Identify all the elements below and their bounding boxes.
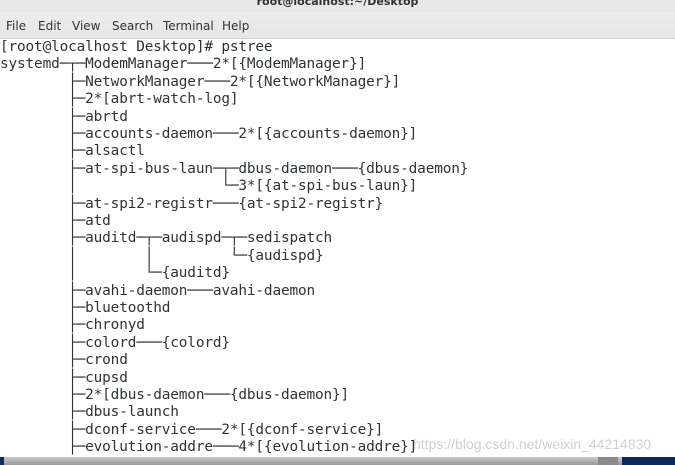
watermark: https://blog.csdn.net/weixin_44214830 (413, 436, 652, 452)
pstree-line: ├─2*[dbus-daemon───{dbus-daemon}] (0, 387, 350, 403)
menu-terminal[interactable]: Terminal (163, 19, 214, 33)
taskbar-start[interactable] (0, 457, 4, 465)
pstree-line: ├─2*[abrt-watch-log] (0, 91, 239, 108)
menu-help[interactable]: Help (222, 19, 250, 33)
pstree-line: ├─avahi-daemon───avahi-daemon (0, 282, 316, 299)
pstree-line: ├─at-spi2-registr───{at-spi2-registr} (0, 195, 384, 212)
pstree-line: ├─bluetoothd (0, 300, 171, 316)
menu-view[interactable]: View (72, 19, 101, 33)
pstree-line: ├─auditd─┬─audispd─┬─sedispatch (0, 230, 333, 247)
pstree-line: ├─colord───{colord} (0, 334, 230, 351)
pstree-line: ├─dbus-launch (0, 404, 179, 421)
terminal-output[interactable]: [root@localhost Desktop]# pstree systemd… (0, 39, 675, 457)
pstree-line: ├─NetworkManager───2*[{NetworkManager}] (0, 73, 401, 90)
pstree-line: systemd─┬─ModemManager───2*[{ModemManage… (0, 56, 367, 73)
prompt-line: [root@localhost Desktop]# pstree (0, 39, 273, 55)
pstree-line: │ └─3*[{at-spi-bus-laun}] (0, 178, 418, 195)
pstree-line: │ └─{auditd} (0, 265, 230, 282)
pstree-line: ├─abrtd (0, 108, 128, 125)
pstree-line: ├─chronyd (0, 317, 145, 334)
taskbar (0, 457, 675, 465)
pstree-line: ├─crond (0, 352, 128, 369)
pstree-line: ├─at-spi-bus-laun─┬─dbus-daemon───{dbus-… (0, 160, 469, 177)
window-titlebar: root@localhost:~/Desktop (0, 0, 675, 12)
taskbar-separator (598, 457, 618, 465)
pstree-line: ├─alsactl (0, 143, 145, 160)
menu-bar: File Edit View Search Terminal Help (0, 12, 675, 39)
pstree-line: ├─accounts-daemon───2*[{accounts-daemon}… (0, 126, 418, 142)
pstree-line: ├─cupsd (0, 369, 128, 386)
menu-search[interactable]: Search (112, 19, 154, 33)
pstree-line: ├─atd (0, 213, 111, 229)
pstree-line: │ │ └─{audispd} (0, 247, 324, 264)
pstree-line: ├─dconf-service───2*[{dconf-service}] (0, 421, 384, 438)
window-title: root@localhost:~/Desktop (256, 0, 419, 8)
menu-edit[interactable]: Edit (38, 19, 62, 33)
pstree-line: ├─evolution-addre───4*[{evolution-addre}… (0, 439, 418, 456)
taskbar-workspace[interactable] (622, 457, 675, 465)
menu-file[interactable]: File (6, 19, 27, 33)
